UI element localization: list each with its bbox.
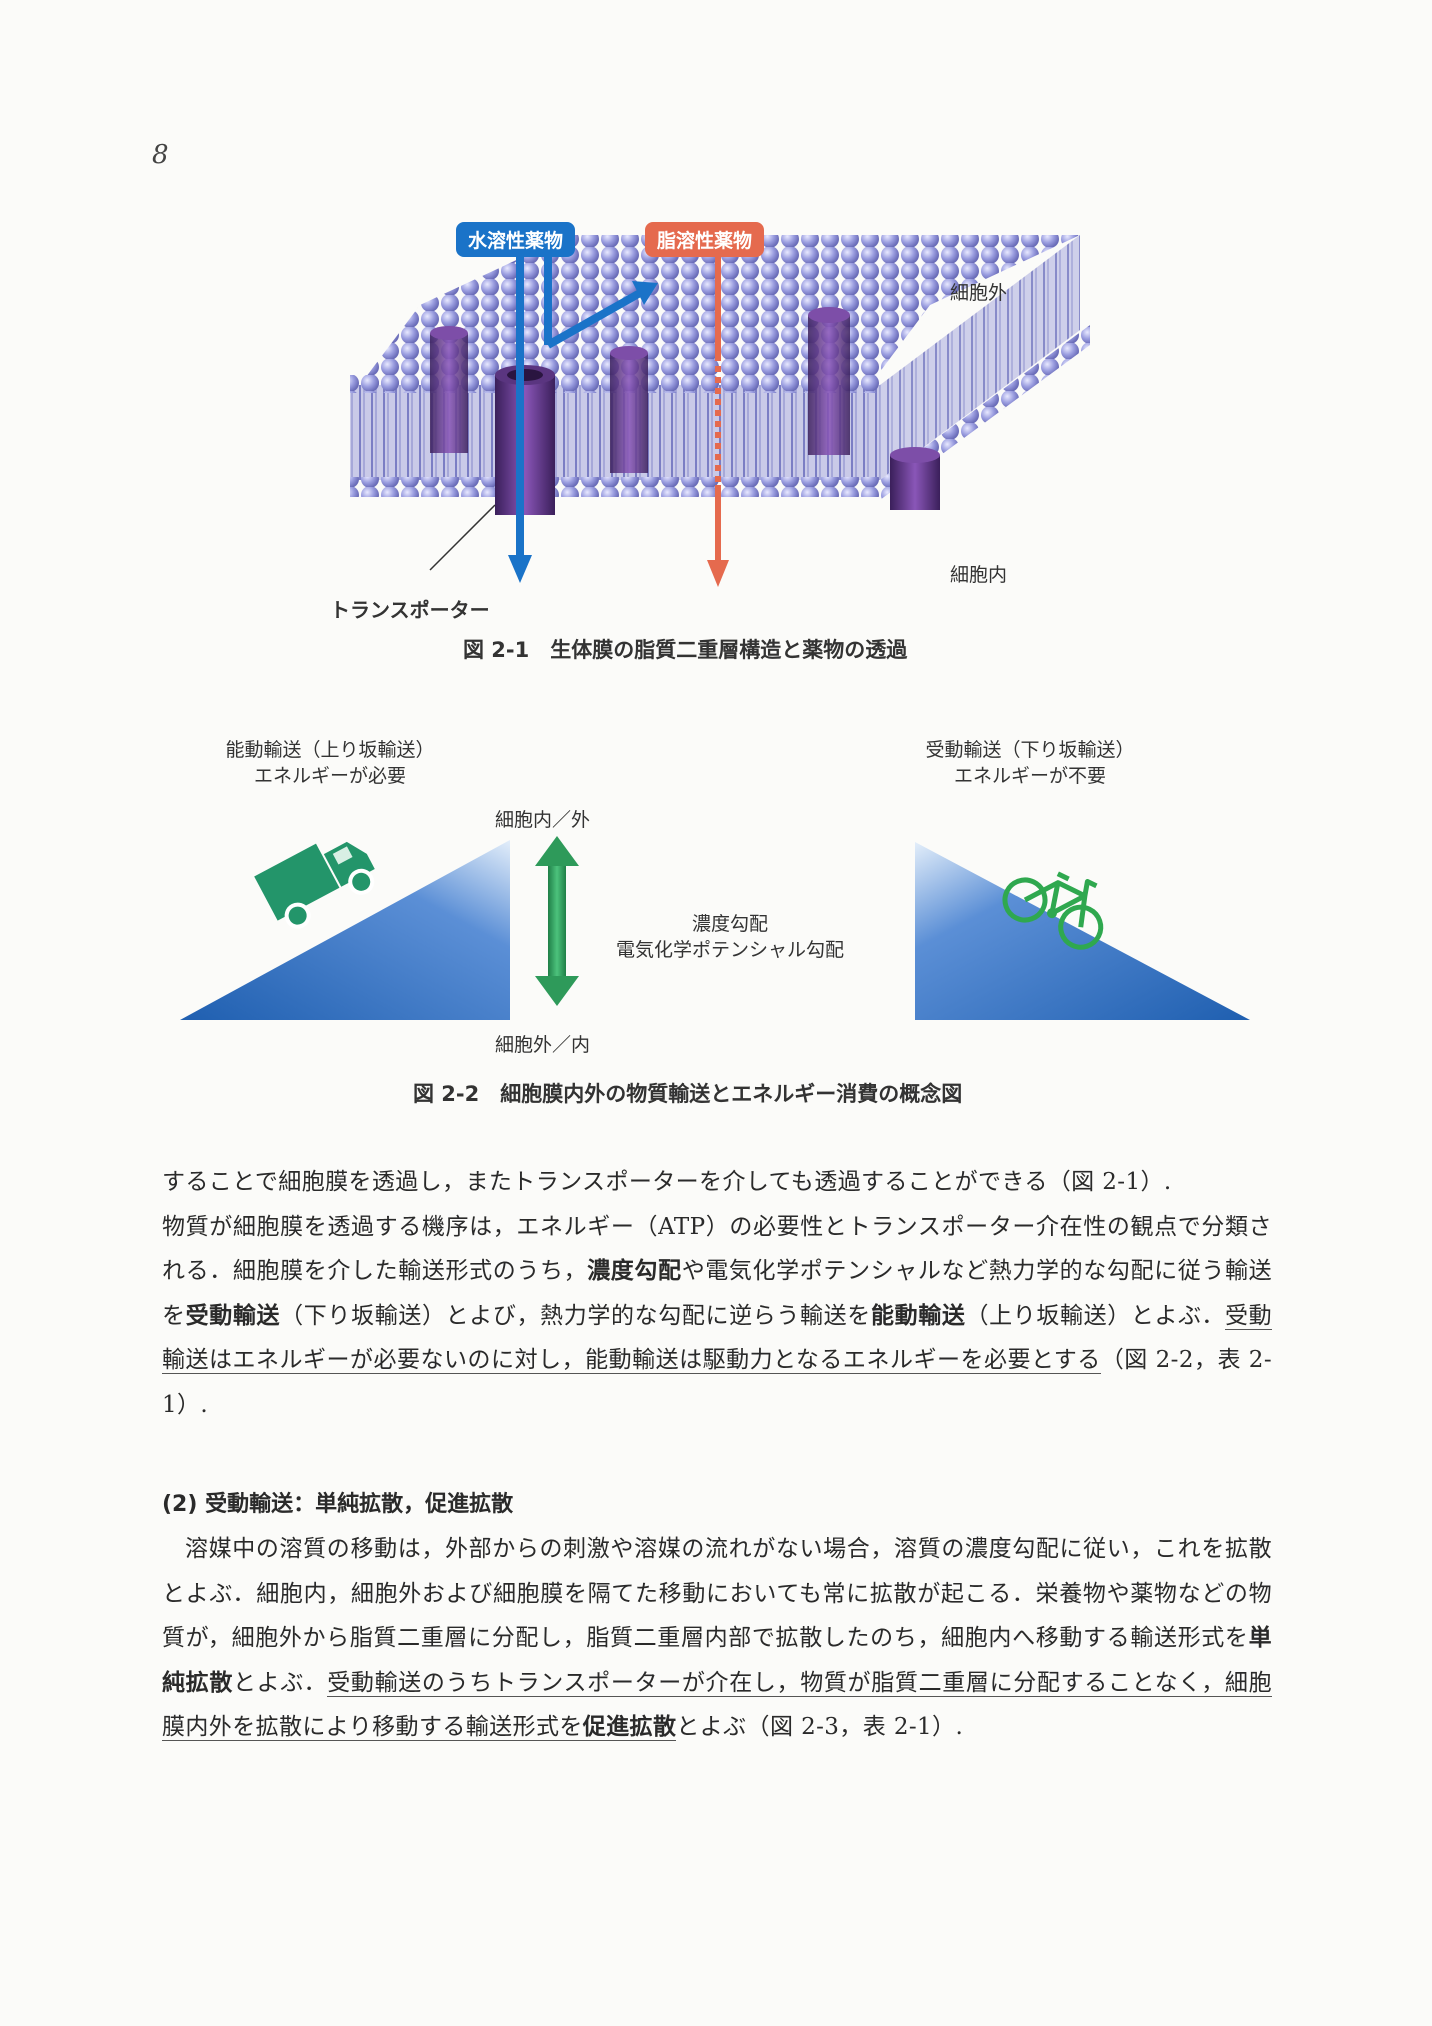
transport-energy-diagram — [180, 836, 1250, 1020]
outside-inside-bottom-label: 細胞外／内 — [495, 1034, 591, 1056]
text-run: とよぶ． — [233, 1669, 328, 1696]
transporter-leader-line — [429, 504, 496, 571]
intracellular-label: 細胞内 — [950, 564, 1008, 586]
lipid-bilayer-diagram — [350, 235, 1090, 587]
text-run: 溶媒中の溶質の移動は，外部からの刺激や溶媒の流れがない場合，溶質の濃度勾配に従い… — [162, 1536, 1272, 1651]
passive-transport-title: 受動輸送（下り坂輸送） エネルギーが不要 — [910, 738, 1150, 789]
paragraph-2: 溶媒中の溶質の移動は，外部からの刺激や溶媒の流れがない場合，溶質の濃度勾配に従い… — [162, 1527, 1272, 1750]
transporter-channel — [495, 365, 555, 515]
section-heading: (2) 受動輸送：単純拡散，促進拡散 — [162, 1492, 514, 1517]
figure-2-2-caption: 図 2-2 細胞膜内外の物質輸送とエネルギー消費の概念図 — [413, 1082, 963, 1106]
transporter-label: トランスポーター — [330, 598, 490, 622]
passive-transport-energy: エネルギーが不要 — [953, 764, 1106, 787]
uphill-ramp — [180, 840, 510, 1020]
figure-2-1-caption: 図 2-1 生体膜の脂質二重層構造と薬物の透過 — [463, 638, 908, 662]
text-run: （上り坂輸送）とよぶ． — [965, 1302, 1225, 1329]
concentration-gradient-label: 濃度勾配 — [691, 913, 768, 935]
page-number: 8 — [152, 140, 169, 170]
membrane-protein — [890, 447, 940, 510]
gradient-description: 濃度勾配 電気化学ポテンシャル勾配 — [580, 912, 880, 963]
term-facilitated-diffusion: 促進拡散 — [582, 1714, 677, 1740]
underlined-key-statement: 受動輸送のうちトランスポーターが介在し，物質が脂質二重層に分配することなく，細胞… — [162, 1669, 1272, 1741]
term-passive-transport: 受動輸送 — [185, 1302, 281, 1329]
term-simple-diffusion: 単純拡散 — [162, 1625, 1272, 1696]
text-run: 物質が細胞膜を透過する機序は，エネルギー（ATP）の必要性とトランスポーター介在… — [162, 1213, 1272, 1285]
text-run: （下り坂輸送）とよび，熱力学的な勾配に逆らう輸送を — [280, 1302, 871, 1329]
downhill-ramp — [915, 842, 1250, 1020]
membrane-protein — [610, 346, 648, 473]
membrane-protein — [808, 307, 850, 455]
passive-transport-heading: 受動輸送（下り坂輸送） — [925, 739, 1135, 761]
figure-2-1 — [320, 215, 1100, 615]
text-run: や電気化学ポテンシャルなど熱力学的な勾配に従う輸送を — [162, 1258, 1273, 1329]
text-run: することで細胞膜を透過し，またトランスポーターを介しても透過することができる（図… — [162, 1169, 1172, 1195]
term-concentration-gradient: 濃度勾配 — [587, 1258, 682, 1284]
inside-outside-top-label: 細胞内／外 — [495, 809, 591, 831]
water-soluble-blocked-arrow — [544, 255, 658, 349]
active-transport-title: 能動輸送（上り坂輸送） エネルギーが必要 — [210, 738, 450, 789]
lipid-soluble-arrow — [707, 255, 729, 587]
paragraph-passive-transport: 溶媒中の溶質の移動は，外部からの刺激や溶媒の流れがない場合，溶質の濃度勾配に従い… — [162, 1527, 1272, 1750]
text-run: 受動輸送のうちトランスポーターが介在し，物質が脂質二重層に分配することなく，細胞… — [162, 1669, 1272, 1741]
water-soluble-drug-label: 水溶性薬物 — [456, 222, 576, 257]
gradient-double-arrow — [535, 836, 579, 1006]
truck-icon — [254, 841, 375, 929]
text-run: とよぶ（図 2-3，表 2-1）. — [676, 1714, 964, 1740]
paragraph-transport-types: することで細胞膜を透過し，またトランスポーターを介しても透過することができる（図… — [162, 1160, 1272, 1427]
underlined-key-statement: 受動輸送はエネルギーが必要ないのに対し，能動輸送は駆動力となるエネルギーを必要と… — [162, 1302, 1272, 1374]
active-transport-heading: 能動輸送（上り坂輸送） — [225, 739, 435, 761]
active-transport-energy: エネルギーが必要 — [253, 764, 406, 787]
figure-2-2 — [170, 800, 1260, 1040]
water-soluble-arrow — [508, 255, 532, 583]
membrane-protein — [430, 326, 468, 453]
term-active-transport: 能動輸送 — [870, 1302, 966, 1329]
bicycle-icon — [1002, 871, 1104, 950]
text-run: （図 2-2，表 2-1）. — [162, 1347, 1272, 1418]
electrochemical-gradient-label: 電気化学ポテンシャル勾配 — [615, 938, 844, 961]
extracellular-label: 細胞外 — [950, 282, 1008, 304]
lipid-soluble-drug-label: 脂溶性薬物 — [645, 222, 765, 257]
paragraph-1: することで細胞膜を透過し，またトランスポーターを介しても透過することができる（図… — [162, 1160, 1272, 1427]
